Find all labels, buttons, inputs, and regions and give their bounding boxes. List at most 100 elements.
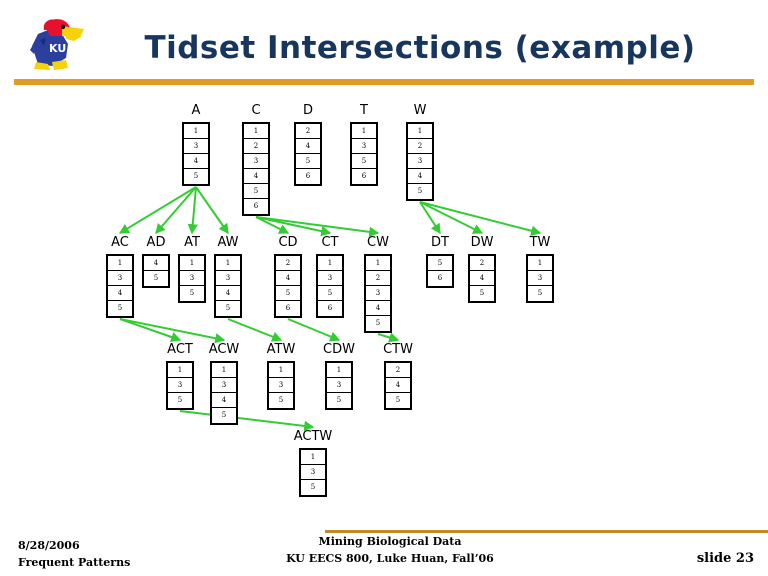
tid-cell: 4 xyxy=(296,139,320,154)
ku-jayhawk-logo: KU xyxy=(22,10,90,78)
tid-cell: 2 xyxy=(366,271,390,286)
tid-cell: 5 xyxy=(108,301,132,316)
node-label-ac: AC xyxy=(111,235,129,250)
arrow-a-to-aw xyxy=(195,186,229,234)
tid-cell: 4 xyxy=(144,256,168,271)
tid-cell: 3 xyxy=(212,378,236,393)
tid-cell: 1 xyxy=(216,256,240,271)
tid-cell: 5 xyxy=(184,169,208,184)
node-label-w: W xyxy=(413,103,427,118)
node-label-cw: CW xyxy=(367,235,389,250)
tid-cell: 3 xyxy=(528,271,552,286)
tid-cell: 3 xyxy=(408,154,432,169)
tid-cell: 1 xyxy=(212,363,236,378)
tid-cell: 2 xyxy=(276,256,300,271)
arrow-a-to-ad xyxy=(155,186,197,234)
tid-cell: 3 xyxy=(269,378,293,393)
tid-cell: 4 xyxy=(276,271,300,286)
arrow-cw-to-ctw xyxy=(377,332,400,343)
tid-cell: 1 xyxy=(408,124,432,139)
arrow-c-to-cw xyxy=(255,216,380,238)
tid-cell: 3 xyxy=(184,139,208,154)
tid-cell: 4 xyxy=(244,169,268,184)
page-title: Tidset Intersections (example) xyxy=(144,30,696,66)
tid-cell: 1 xyxy=(301,450,325,465)
node-label-act: ACT xyxy=(167,342,193,357)
tid-cell: 4 xyxy=(184,154,208,169)
tid-cell: 5 xyxy=(318,286,342,301)
tid-cell: 4 xyxy=(108,286,132,301)
arrow-w-to-dt xyxy=(419,201,441,235)
tid-cell: 5 xyxy=(428,256,452,271)
node-label-dw: DW xyxy=(470,235,494,250)
title-divider xyxy=(14,79,754,85)
footer-date: 8/28/2006 xyxy=(18,539,80,552)
arrow-w-to-tw xyxy=(419,201,542,236)
node-label-at: AT xyxy=(184,235,200,250)
tid-cell: 6 xyxy=(428,271,452,286)
footer-course-info: KU EECS 800, Luke Huan, Fall’06 xyxy=(286,552,494,565)
tid-cell: 5 xyxy=(408,184,432,199)
tid-cell: 5 xyxy=(269,393,293,408)
tid-cell: 4 xyxy=(470,271,494,286)
node-label-ct: CT xyxy=(321,235,339,250)
tid-cell: 5 xyxy=(296,154,320,169)
tid-cell: 5 xyxy=(180,286,204,301)
tid-cell: 3 xyxy=(352,139,376,154)
tid-cell: 5 xyxy=(216,301,240,316)
node-label-actw: ACTW xyxy=(293,429,333,444)
tid-cell: 3 xyxy=(216,271,240,286)
tid-cell: 2 xyxy=(470,256,494,271)
node-label-acw: ACW xyxy=(208,342,240,357)
arrow-c-to-ct xyxy=(255,216,332,237)
node-label-ctw: CTW xyxy=(383,342,413,357)
tid-cell: 5 xyxy=(301,480,325,495)
tid-cell: 3 xyxy=(168,378,192,393)
tid-cell: 1 xyxy=(108,256,132,271)
tid-cell: 3 xyxy=(180,271,204,286)
tid-cell: 4 xyxy=(408,169,432,184)
tid-cell: 5 xyxy=(327,393,351,408)
tid-cell: 1 xyxy=(352,124,376,139)
tid-cell: 5 xyxy=(470,286,494,301)
tid-cell: 5 xyxy=(352,154,376,169)
tid-cell: 5 xyxy=(212,408,236,423)
node-label-d: D xyxy=(302,103,313,118)
tid-cell: 1 xyxy=(168,363,192,378)
arrow-aw-to-atw xyxy=(227,318,283,342)
tid-cell: 4 xyxy=(216,286,240,301)
tid-cell: 4 xyxy=(366,301,390,316)
tid-cell: 5 xyxy=(386,393,410,408)
footer-slide-number: slide 23 xyxy=(696,551,754,566)
tid-cell: 3 xyxy=(366,286,390,301)
tid-cell: 6 xyxy=(244,199,268,214)
tid-cell: 5 xyxy=(528,286,552,301)
footer-left-block: 8/28/2006 Frequent Patterns xyxy=(18,537,130,571)
tid-cell: 5 xyxy=(276,286,300,301)
tid-cell: 2 xyxy=(408,139,432,154)
tid-cell: 1 xyxy=(269,363,293,378)
footer-center-block: Mining Biological Data KU EECS 800, Luke… xyxy=(230,533,550,567)
tid-cell: 3 xyxy=(327,378,351,393)
tid-cell: 2 xyxy=(296,124,320,139)
tid-cell: 5 xyxy=(244,184,268,199)
arrow-ac-to-act xyxy=(119,318,182,343)
arrow-c-to-cd xyxy=(255,216,290,234)
